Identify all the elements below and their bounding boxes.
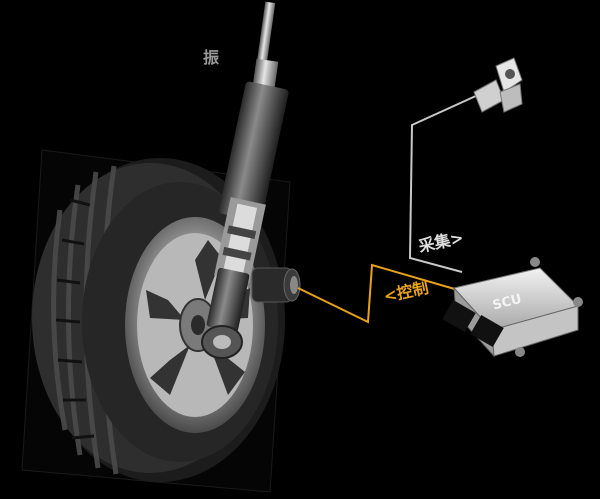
control-label: <控制 (382, 278, 430, 306)
wheel-icon (32, 158, 285, 482)
collect-label: 采集> (416, 228, 465, 256)
ecu-module-icon: SCU (442, 257, 583, 358)
top-char-label: 振 (203, 48, 219, 67)
valve-icon (251, 267, 301, 303)
collect-line (408, 94, 479, 273)
ecu-label: SCU (491, 292, 523, 314)
sensor-bracket-icon (473, 57, 523, 113)
shock-absorber-icon (201, 1, 289, 359)
control-line (297, 263, 459, 324)
